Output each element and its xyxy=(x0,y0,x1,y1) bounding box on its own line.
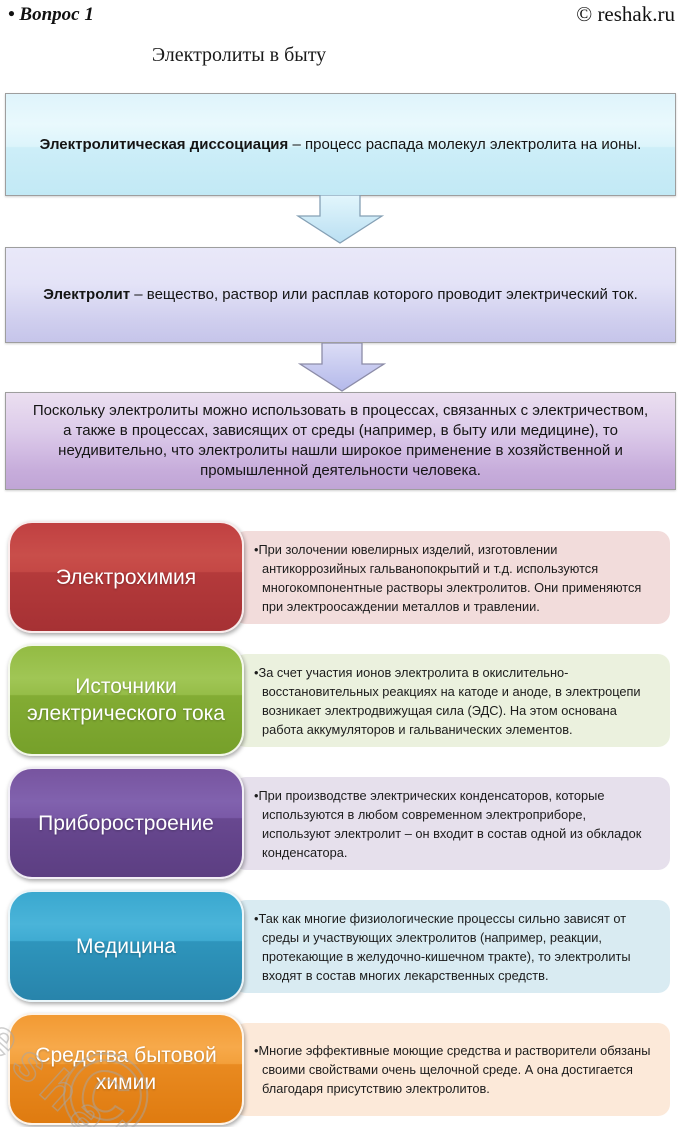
category-label: Средства бытовой химии xyxy=(35,1044,217,1094)
application-panel: •Многие эффективные моющие средства и ра… xyxy=(234,1023,670,1116)
category-pill-instrumentation: Приборостроение xyxy=(8,767,244,879)
category-pill-electrochemistry: Электрохимия xyxy=(8,521,244,633)
bullet: • xyxy=(254,910,259,926)
application-text: Многие эффективные моющие средства и рас… xyxy=(258,1043,651,1096)
definition-text: Электролитическая диссоциация – процесс … xyxy=(39,135,642,153)
term-text: Электролитическая диссоциация xyxy=(39,135,289,153)
application-text: При производстве электрических конденсат… xyxy=(258,787,642,860)
down-arrow-icon xyxy=(298,343,386,392)
application-text: При золочении ювелирных изделий, изготов… xyxy=(258,541,642,614)
site-copyright: © reshak.ru xyxy=(576,2,675,26)
category-pill-power-sources: Источники электрического тока xyxy=(8,644,244,756)
application-panel: •При золочении ювелирных изделий, изгото… xyxy=(234,531,670,624)
term-text: Электролит xyxy=(43,286,131,303)
category-label: Приборостроение xyxy=(38,811,214,835)
bullet: • xyxy=(254,664,259,680)
application-text: За счет участия ионов электролита в окис… xyxy=(258,664,641,737)
application-text: Так как многие физиологические процессы … xyxy=(258,910,631,983)
category-label: Электрохимия xyxy=(55,565,197,589)
application-panel: •При производстве электрических конденса… xyxy=(234,777,670,870)
category-label: Источники электрического тока xyxy=(27,675,225,725)
question-label: • Вопрос 1 xyxy=(8,4,94,25)
application-panel: •За счет участия ионов электролита в оки… xyxy=(234,654,670,747)
conclusion-box: Поскольку электролиты можно использовать… xyxy=(5,392,676,490)
definition-box-electrolyte: Электролит – вещество, раствор или распл… xyxy=(5,247,676,343)
category-pill-household-chemicals: Средства бытовой химии xyxy=(8,1013,244,1125)
application-panel: •Так как многие физиологические процессы… xyxy=(234,900,670,993)
definition-text: Электролит – вещество, раствор или распл… xyxy=(43,286,638,303)
bullet: • xyxy=(254,541,259,557)
down-arrow-icon xyxy=(296,195,384,244)
bullet: • xyxy=(254,787,259,803)
category-label: Медицина xyxy=(76,934,176,958)
definition-box-dissociation: Электролитическая диссоциация – процесс … xyxy=(5,93,676,196)
category-pill-medicine: Медицина xyxy=(8,890,244,1002)
conclusion-text: Поскольку электролиты можно использовать… xyxy=(32,402,649,479)
page-title: Электролиты в быту xyxy=(151,44,327,66)
bullet: • xyxy=(254,1043,259,1058)
